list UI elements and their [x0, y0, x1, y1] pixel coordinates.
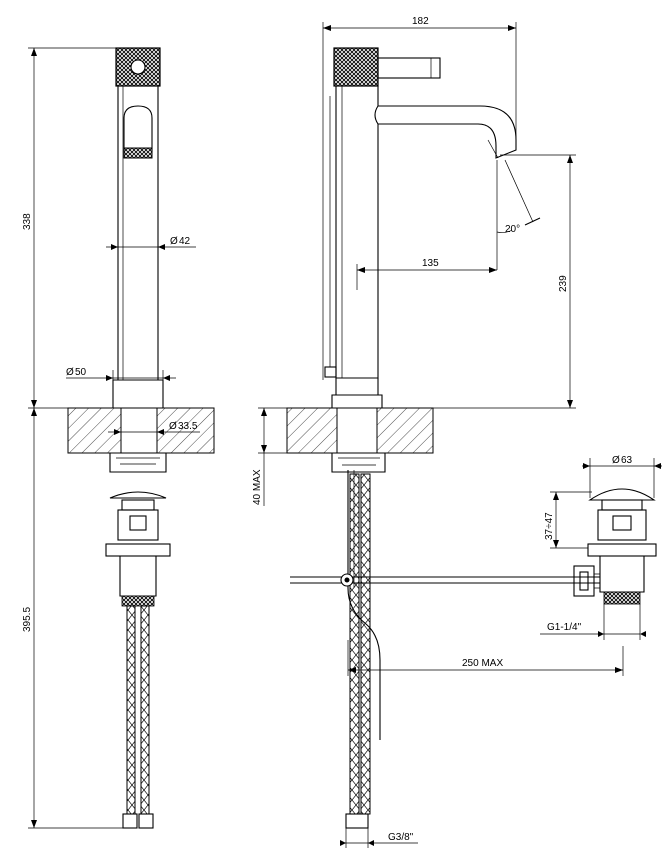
- dim-135: 135: [422, 258, 439, 269]
- handle-center-ring: [130, 59, 146, 75]
- side-dimensions: 182 20° 135 239 40 MAX 250 MAX: [252, 16, 624, 848]
- dim-g3-8: G3/8": [388, 832, 414, 843]
- dim-338: 338: [22, 213, 33, 230]
- svg-text:Ø: Ø: [612, 455, 620, 466]
- dim-20-deg: 20°: [505, 224, 520, 235]
- svg-text:Ø: Ø: [66, 367, 74, 378]
- detail-waste-cap: [588, 488, 656, 501]
- hose-right: [140, 605, 150, 815]
- side-knurled-handle: [333, 47, 379, 87]
- diameter-symbol: Ø: [170, 236, 178, 247]
- dim-182: 182: [412, 16, 429, 27]
- dim-33-5: 33.5: [178, 421, 198, 432]
- dim-50: 50: [75, 367, 87, 378]
- aerator: [123, 147, 153, 159]
- dim-42: 42: [179, 236, 191, 247]
- lever: [377, 57, 441, 79]
- detail-dimensions: Ø 63 37÷47 G1-1/4": [540, 455, 662, 640]
- dim-37-47: 37÷47: [544, 512, 555, 540]
- side-hose-a: [349, 473, 360, 815]
- spout: [374, 105, 517, 159]
- side-view: [286, 47, 600, 829]
- pull-rod: [347, 470, 381, 740]
- front-dimensions: 338 Ø 42 Ø 50 Ø 33.5 395.5: [22, 47, 200, 829]
- waste-cap: [109, 491, 167, 499]
- side-hose-b: [360, 473, 371, 815]
- base-collar: [112, 379, 164, 409]
- front-view: [67, 47, 215, 829]
- detail-connector: [573, 565, 595, 597]
- waste-detail-view: [573, 488, 657, 605]
- detail-waste-body: [597, 509, 647, 541]
- side-body: [335, 86, 379, 379]
- dim-250-max: 250 MAX: [462, 658, 503, 669]
- dim-g1-1-4: G1-1/4": [547, 622, 582, 633]
- dim-239: 239: [558, 275, 569, 292]
- svg-text:Ø: Ø: [169, 421, 177, 432]
- hose-left: [126, 605, 136, 815]
- waste-body: [117, 509, 159, 541]
- spout-opening: [123, 105, 153, 152]
- dim-395-5: 395.5: [22, 607, 33, 632]
- dim-63: 63: [621, 455, 633, 466]
- dim-40-max: 40 MAX: [252, 469, 263, 505]
